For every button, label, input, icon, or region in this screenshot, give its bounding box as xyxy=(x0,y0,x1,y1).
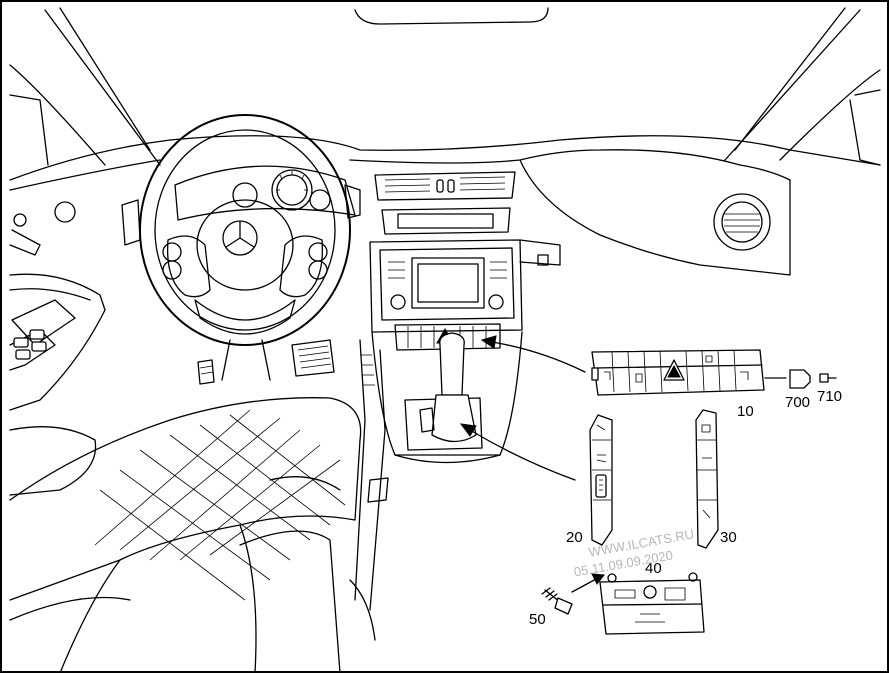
switch-panel-10 xyxy=(591,349,765,396)
callout-40: 40 xyxy=(645,560,662,577)
bulb-holder-700 xyxy=(789,369,811,389)
callout-20: 20 xyxy=(566,529,583,546)
left-door-panel xyxy=(9,201,106,496)
lock-icon xyxy=(635,355,713,383)
callout-10: 10 xyxy=(737,403,754,420)
leader-arrows xyxy=(459,335,787,593)
seat-heater-icon xyxy=(604,371,749,380)
callout-700: 700 xyxy=(785,394,810,411)
watermark: WWW.ILCATS.RU 05.11.09.09.2020 xyxy=(573,526,695,579)
center-console xyxy=(354,239,523,611)
windshield-frame xyxy=(9,7,881,166)
callout-30: 30 xyxy=(720,529,737,546)
steering-column xyxy=(221,339,271,381)
switch-strip-20 xyxy=(589,414,613,546)
driver-seat xyxy=(9,397,389,673)
callout-710: 710 xyxy=(817,388,842,405)
steering-wheel-icon xyxy=(139,114,351,346)
pedals xyxy=(197,339,335,385)
bulb-710 xyxy=(819,373,837,383)
dashboard xyxy=(9,135,881,276)
switch-strip-30 xyxy=(695,409,719,549)
mercedes-star-icon xyxy=(222,220,258,256)
switch-panel-40 xyxy=(599,572,705,635)
callout-50: 50 xyxy=(529,611,546,628)
screw-50 xyxy=(541,587,573,615)
